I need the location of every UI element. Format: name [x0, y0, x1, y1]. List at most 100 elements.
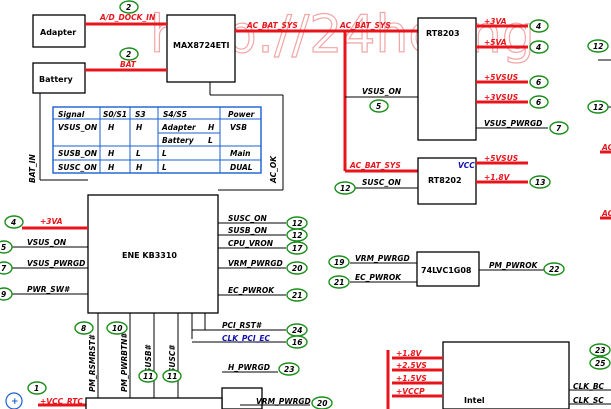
rail-3va-label: +3VA [484, 17, 507, 26]
ref-marker [328, 255, 350, 269]
ref-marker-label: 7 [1, 264, 7, 273]
ref-marker-label: 2 [126, 3, 131, 12]
h-pwrgd-label: H_PWRGD [228, 363, 270, 372]
table-cell: VSUS_ON [58, 123, 98, 132]
bat-in-label: BAT_IN [28, 154, 37, 183]
ref-marker [286, 241, 308, 255]
table-cell: DUAL [230, 163, 253, 172]
clk-bc-label: CLK_BC [573, 382, 605, 391]
vrm-pwrgd-ene-label: VRM_PWRGD [228, 259, 283, 268]
susc-on-label: SUSC_ON [228, 214, 268, 223]
table-cell: SUSC_ON [58, 163, 98, 172]
ref-marker-label: 7 [556, 124, 562, 133]
ref-marker-label: 5 [1, 243, 6, 252]
ref-marker [162, 369, 182, 383]
table-cell: L [162, 149, 167, 158]
ref-marker-label: 21 [334, 278, 344, 287]
ref-marker-label: 5 [376, 102, 381, 111]
table-cell: L [136, 149, 141, 158]
ref-marker [138, 369, 158, 383]
ref-marker-label: 23 [595, 346, 605, 355]
rail-vccp-label: +VCCP [396, 387, 425, 396]
ref-marker-label: 4 [536, 22, 541, 31]
adapter-label: Adapter [40, 28, 76, 37]
ec-pwrok-lvc-label: EC_PWROK [355, 273, 402, 282]
ref-marker [334, 181, 356, 195]
ref-marker [119, 47, 139, 61]
ref-marker-label: 22 [549, 265, 559, 274]
ref-marker-label: 11 [167, 372, 177, 381]
ref-marker [106, 321, 128, 335]
bat-label: BAT [120, 60, 137, 69]
table-cell: VSB [230, 123, 247, 132]
ref-marker-label: 20 [317, 399, 327, 408]
susc-on-rt-label: SUSC_ON [362, 178, 402, 187]
ref-marker-label: 8 [81, 324, 86, 333]
ref-marker-label: 10 [112, 324, 122, 333]
table-cell: H [108, 149, 115, 158]
ref-marker-label: 11 [143, 372, 153, 381]
power-state-table [52, 106, 262, 174]
table-cell: Adapter [161, 123, 197, 132]
ref-marker [589, 343, 611, 357]
table-header-s3: S3 [135, 110, 146, 119]
ref-marker-label: 16 [292, 338, 302, 347]
ref-marker [4, 215, 24, 229]
rail-3vsus-label: +3VSUS [484, 93, 518, 102]
ref-marker-label: 4 [536, 43, 541, 52]
rail-1v8-label: +1.8V [484, 173, 511, 182]
pm-pwrok-label: PM_PWROK [489, 261, 539, 270]
ref-marker [119, 0, 139, 14]
ref-marker-label: 2 [126, 50, 131, 59]
ref-marker-label: 1 [34, 384, 39, 393]
table-cell: H [136, 123, 143, 132]
table-cell: Battery [162, 136, 195, 145]
ref-marker-label: 12 [593, 42, 603, 51]
rail-5vsus-label: +5VSUS [484, 73, 518, 82]
ac-bat-sys-label-1: AC_BAT_SYS [246, 21, 298, 30]
ref-marker-label: 9 [1, 290, 6, 299]
ref-marker [311, 396, 333, 409]
rt8202-label: RT8202 [428, 176, 462, 185]
ref-marker [27, 381, 47, 395]
rail-1v5s-label: +1.5VS [396, 374, 427, 383]
pm-rsmrst-label: PM_RSMRST# [88, 334, 97, 392]
ref-marker [278, 362, 300, 376]
table-header-power: Power [228, 110, 256, 119]
ref-marker [369, 99, 389, 113]
vsus-pwrgd-right-label: VSUS_PWRGD [484, 119, 542, 128]
ref-marker-label: 17 [292, 244, 303, 253]
ref-marker [286, 335, 308, 349]
ene-kb3310-label: ENE KB3310 [122, 251, 177, 260]
table-header-s4s5: S4/S5 [163, 110, 187, 119]
ref-marker-label: 6 [536, 78, 541, 87]
ref-marker [0, 261, 13, 275]
ene-vsus-pwrgd-label: VSUS_PWRGD [27, 259, 85, 268]
ac-ok-label: AC_OK [269, 155, 278, 184]
ac-bat-sys-label-3: AC_BAT_SYS [349, 161, 401, 170]
vcc-label: VCC [458, 161, 475, 170]
rt8202-block [417, 157, 477, 205]
adapter-block [32, 14, 86, 48]
ac-bat-sys-label-2: AC_BAT_SYS [339, 21, 391, 30]
ref-marker [529, 95, 549, 109]
rail-2v5s-label: +2.5VS [396, 361, 427, 370]
intel-block [442, 341, 570, 409]
table-header-signal: Signal [58, 110, 85, 119]
ref-marker [0, 287, 13, 301]
rail-1v8-intel-label: +1.8V [396, 349, 423, 358]
ref-marker [589, 356, 611, 370]
ref-marker [587, 100, 609, 114]
ref-marker-label: 12 [292, 231, 302, 240]
intel-label: Intel [464, 396, 485, 405]
table-cell: H [108, 123, 115, 132]
ref-marker [286, 228, 308, 242]
vsus-on-mid-label: VSUS_ON [362, 87, 402, 96]
ref-marker [286, 261, 308, 275]
ref-marker [529, 19, 549, 33]
rtc-block-edge [85, 397, 223, 409]
clk-pci-ec-label: CLK_PCI_EC [222, 334, 271, 343]
ene-3va-label: +3VA [40, 217, 63, 226]
